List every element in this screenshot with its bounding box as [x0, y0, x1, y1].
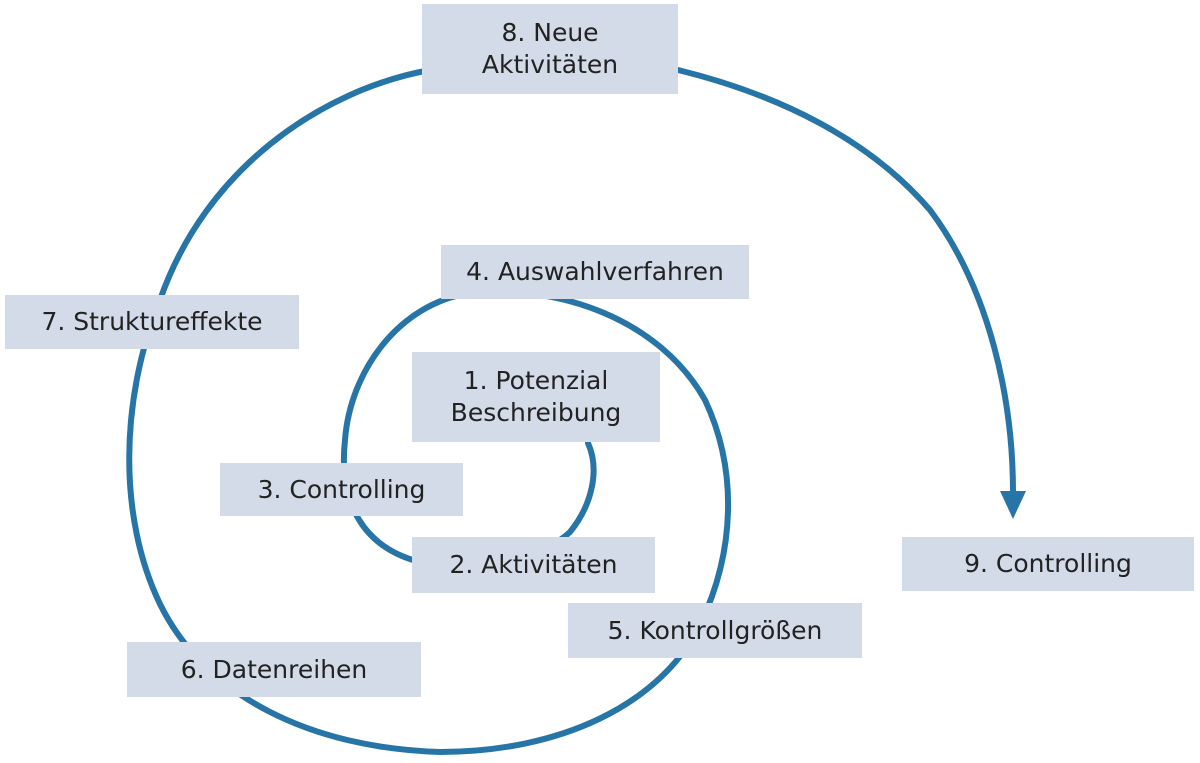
step-1-line-2: Beschreibung [450, 398, 622, 427]
step-1-line-1: 1. Potenzial [463, 366, 609, 395]
arrowhead-down-icon [1000, 491, 1026, 519]
step-7-label: 7. Struktureffekte [41, 307, 263, 336]
step-2-activities: 2. Aktivitäten [412, 537, 655, 593]
step-5-control-variables: 5. Kontrollgrößen [568, 603, 862, 658]
step-5-label: 5. Kontrollgrößen [607, 615, 823, 645]
step-7-structural-effects: 7. Struktureffekte [5, 295, 299, 349]
step-6-label: 6. Datenreihen [180, 654, 368, 684]
step-6-data-series: 6. Datenreihen [127, 642, 421, 697]
step-2-label: 2. Aktivitäten [449, 550, 618, 579]
step-8-line-1: 8. Neue [501, 18, 599, 47]
step-8-line-2: Aktivitäten [481, 50, 619, 79]
step-9-label: 9. Controlling [964, 549, 1132, 578]
step-4-label: 4. Auswahlverfahren [466, 257, 724, 286]
step-3-label: 3. Controlling [257, 474, 426, 504]
step-9-controlling: 9. Controlling [902, 537, 1194, 591]
spiral-line [126, 67, 1016, 756]
step-1-potential-description: 1. Potenzial Beschreibung [412, 352, 660, 442]
step-8-new-activities: 8. Neue Aktivitäten [422, 4, 678, 94]
step-3-controlling: 3. Controlling [220, 463, 463, 516]
step-4-selection-procedure: 4. Auswahlverfahren [441, 245, 749, 299]
